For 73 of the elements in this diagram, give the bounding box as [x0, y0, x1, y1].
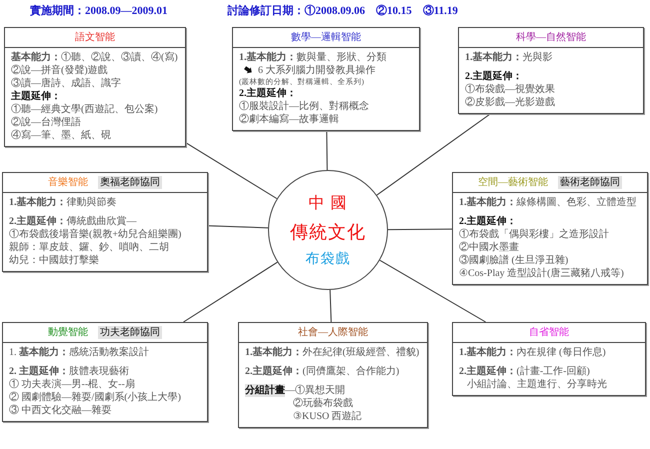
box-text: ② 國劇體驗—雜耍/國劇系(小孩上大學)	[9, 391, 181, 404]
box-text: ②玩藝布袋戲	[293, 397, 353, 410]
box-text: 親師：單皮鼓、鑼、鈔、嗩吶、二胡	[9, 241, 169, 254]
topic-box	[458, 27, 644, 114]
connector-line	[183, 262, 278, 322]
box-text: 6 大系列腦力開發教具操作	[258, 64, 376, 77]
box-title: 音樂智能	[48, 176, 88, 189]
box-text: 2.主題延伸：	[459, 215, 516, 228]
box-title: 動覺智能	[48, 326, 88, 339]
box-text: 幼兒：中國鼓打擊樂	[9, 254, 99, 267]
box-text: ① 功夫表演—男--棍、女--扇	[9, 378, 135, 391]
group-plan-tag: 分組計畫	[245, 384, 285, 397]
center-title: 布袋戲	[306, 250, 350, 268]
box-text: ②說—拼音(發聲)遊戲	[11, 64, 108, 77]
connector-line	[376, 114, 491, 196]
box-text: ①布袋戲—視覺效果	[465, 83, 555, 96]
topic-box	[2, 322, 208, 422]
box-text: ③國劇臉譜 (生旦淨丑雜)	[459, 254, 568, 267]
connector-line	[330, 289, 332, 322]
topic-box	[4, 27, 186, 147]
date-label: 實施期間：2008.09—2009.01	[30, 4, 168, 18]
box-text: —①異想天開	[285, 384, 345, 397]
box-text: ①聽—經典文學(西遊記、包公案)	[11, 103, 158, 116]
box-text: 1.基本能力：內在規律 (每日作息)	[459, 346, 606, 359]
box-text: 基本能力：①聽、②說、③讀、④(寫)	[11, 51, 178, 64]
box-text: ①布袋戲後場音樂(親教+幼兒合組樂團)	[9, 228, 182, 241]
topic-box	[2, 172, 208, 272]
box-text: 2.主題延伸：	[239, 86, 296, 100]
box-text: 1.基本能力：律動與節奏	[9, 196, 116, 209]
connector-line	[379, 260, 486, 322]
box-title: 空間—藝術智能	[478, 176, 548, 189]
box-text: 1.基本能力：光與影	[465, 51, 552, 64]
box-text: ③KUSO 西遊記	[293, 410, 362, 423]
box-text: 2.主題延伸：(計畫-工作-回顧)	[459, 365, 590, 378]
box-text: ②中國水墨畫	[459, 241, 519, 254]
box-title: 社會—人際智能	[298, 326, 368, 339]
connector-line	[326, 130, 328, 170]
connector-line	[186, 142, 278, 200]
box-text: 1.基本能力：數與量、形狀、分類	[239, 51, 386, 64]
collaboration-tag: 藝術老師協同	[558, 176, 622, 189]
topic-box	[452, 322, 646, 396]
box-title: 科學—自然智能	[516, 31, 586, 44]
box-text: ③讀—唐詩、成語、識字	[11, 77, 121, 90]
box-text: ④寫—筆、墨、紙、硯	[11, 129, 111, 142]
box-title: 自省智能	[529, 326, 569, 339]
box-text: 2.主題延伸：(同儕鷹架、合作能力)	[245, 365, 400, 378]
box-text: 主題延伸：	[11, 90, 61, 103]
box-text: ②說—台灣俚語	[11, 116, 81, 129]
collaboration-tag: 功夫老師協同	[98, 326, 162, 339]
box-text: ②皮影戲—光影遊戲	[465, 96, 555, 109]
box-text: 2. 主題延伸：肢體表現藝術	[9, 365, 129, 378]
box-text: ④Cos-Play 造型設計(唐三藏豬八戒等)	[459, 267, 624, 280]
box-title: 語文智能	[75, 31, 115, 44]
box-text: ③ 中西文化交融—雜耍	[9, 404, 112, 417]
box-text: 2.主題延伸：傳統戲曲欣賞—	[9, 215, 136, 228]
box-text: ①布袋戲「偶與彩樓」之造形設計	[459, 228, 609, 241]
box-text: 1.基本能力：線條構圖、色彩、立體造型	[459, 196, 636, 209]
box-text: ①服裝設計—比例、對稱概念	[239, 100, 369, 113]
topic-box	[238, 322, 428, 428]
box-text: ②劇本編寫—故事邏輯	[239, 112, 339, 126]
center-title: 中 國	[308, 194, 348, 214]
topic-box	[452, 172, 648, 285]
connector-line	[388, 228, 452, 230]
box-text: 1. 基本能力：感統活動教案設計	[9, 346, 149, 359]
box-text: 2.主題延伸：	[465, 70, 522, 83]
box-text: 1.基本能力：外在紀律(班級經營、禮貌)	[245, 346, 420, 359]
topic-box	[232, 27, 420, 131]
collaboration-tag: 奧福老師協同	[98, 176, 162, 189]
connector-line	[208, 225, 269, 228]
center-title: 傳統文化	[290, 220, 366, 244]
box-text: 小組討論、主題進行、分享時光	[467, 378, 607, 391]
date-label: 討論修訂日期：①2008.09.06 ②10.15 ③11.19	[228, 4, 458, 18]
box-title: 數學—邏輯智能	[291, 31, 361, 44]
